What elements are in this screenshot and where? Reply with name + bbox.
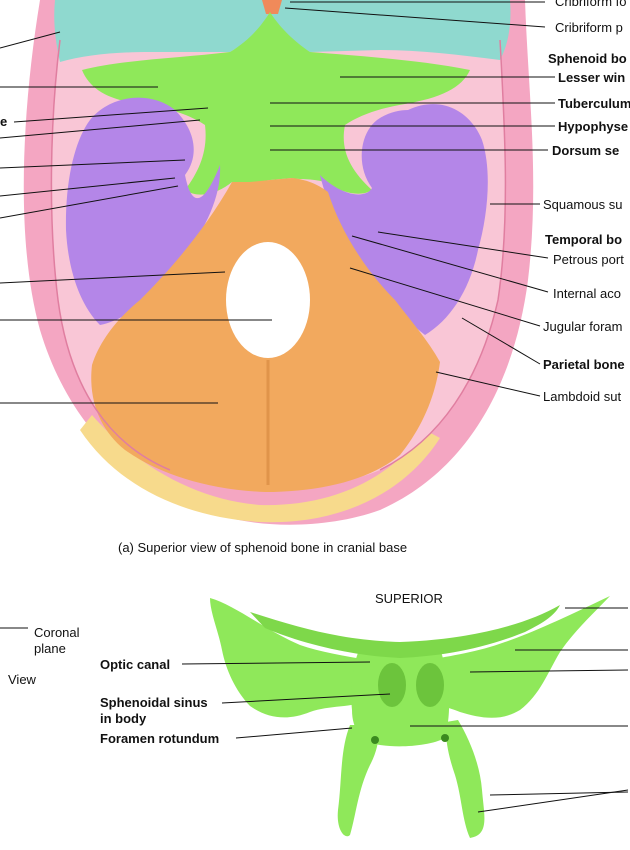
label-tuberculum: Tuberculum <box>558 96 630 111</box>
sphenoidal-sinus-right <box>416 663 444 707</box>
label-foramen-rotundum: Foramen rotundum <box>100 731 220 746</box>
label-sphenoidal-sinus-2: in body <box>100 711 147 726</box>
label-sphenoid-bone: Sphenoid bo <box>548 51 627 66</box>
label-lambdoid-suture: Lambdoid sut <box>543 389 622 404</box>
greater-wing-left <box>210 598 372 718</box>
label-cribriform-foramina: Cribriform fo <box>555 0 627 9</box>
greater-wing-right <box>425 596 610 718</box>
label-cribriform-plate: Cribriform p <box>555 20 623 35</box>
temporal-bone-right <box>320 104 488 336</box>
lesser-wings <box>250 605 560 658</box>
label-squamous-suture: Squamous su <box>543 197 623 212</box>
label-lesser-wing: Lesser win <box>558 70 626 85</box>
label-internal-acoustic: Internal aco <box>553 286 621 301</box>
label-parietal-bone: Parietal bone <box>543 357 625 372</box>
label-optic-canal: Optic canal <box>100 657 171 672</box>
label-coronal-plane-2: plane <box>34 641 66 656</box>
foramen-magnum <box>226 242 310 358</box>
left-leader-lines <box>0 31 272 404</box>
temporal-bone-left <box>65 97 221 325</box>
foramen-rotundum-left <box>371 736 379 744</box>
label-coronal-plane-1: Coronal <box>34 625 80 640</box>
label-dorsum-sellae: Dorsum se <box>552 143 620 158</box>
inner-rim-line <box>50 39 171 471</box>
label-view: View <box>8 672 36 687</box>
label-sphenoidal-sinus-1: Sphenoidal sinus <box>100 695 208 710</box>
bottom-leader-lines <box>0 607 629 813</box>
sphenoidal-sinus-left <box>378 663 406 707</box>
label-temporal-bone: Temporal bo <box>545 232 623 247</box>
label-hypophyseal: Hypophyse <box>558 119 629 134</box>
label-fragment-e: e <box>0 114 8 129</box>
crista-galli <box>262 0 282 14</box>
occipital-diploe <box>80 415 440 523</box>
label-petrous-portion: Petrous port <box>553 252 624 267</box>
foramen-rotundum-right <box>441 734 449 742</box>
inner-rim-line-right <box>379 39 507 471</box>
figure-caption: (a) Superior view of sphenoid bone in cr… <box>118 540 408 555</box>
label-superior: SUPERIOR <box>375 591 443 606</box>
right-leader-lines <box>270 1 555 397</box>
pterygoid-process-right <box>445 720 485 838</box>
pterygoid-process-left <box>337 725 379 837</box>
sphenoid-coronal-view <box>210 596 610 838</box>
label-jugular-foramen: Jugular foram <box>543 319 623 334</box>
